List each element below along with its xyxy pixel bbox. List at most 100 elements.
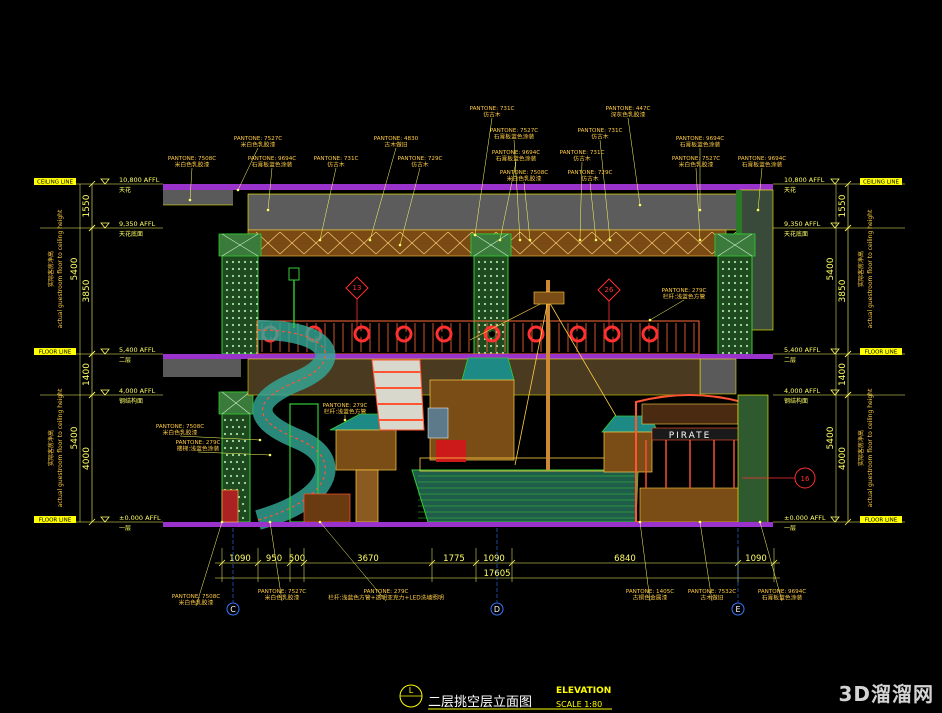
callout-desc: 仿古木 (581, 175, 599, 183)
pillar-texture-dot (235, 432, 239, 436)
callout-code: PANTONE: 729C (398, 156, 443, 162)
pillar-texture-dot (745, 323, 749, 327)
pillar-texture-dot (249, 323, 253, 327)
pillar-texture-dot (225, 344, 229, 348)
pillar-texture-dot (235, 474, 239, 478)
level-marker-left (100, 348, 110, 355)
truss-brace (375, 231, 401, 255)
leader-dot (258, 438, 262, 442)
pillar-texture-dot (489, 309, 493, 313)
pillar-texture-dot (243, 281, 247, 285)
pillar-texture-dot (477, 330, 481, 334)
truss-brace (663, 231, 689, 255)
leader-line (319, 521, 387, 602)
level-label-right: 天花 (784, 186, 796, 194)
pillar-texture-dot (721, 309, 725, 313)
vdim-tick (88, 391, 96, 399)
truss-brace (639, 231, 665, 255)
truss-brace (591, 231, 617, 255)
pillar-texture-dot (237, 330, 241, 334)
leader-dot (578, 238, 582, 242)
level-tag-left-text: FLOOR LINE (39, 350, 72, 356)
pillar-texture-dot (739, 295, 743, 299)
leader-line (627, 117, 641, 206)
pillar-texture-dot (477, 316, 481, 320)
callout-desc: 仿古木 (411, 161, 429, 169)
level-tag-left-text: CEILING LINE (37, 180, 74, 186)
pillar-texture-dot (495, 295, 499, 299)
pillar-texture-dot (483, 302, 487, 306)
pillar-texture-dot (495, 316, 499, 320)
pillar-texture-dot (483, 344, 487, 348)
hdim-segment-label: 3670 (357, 554, 379, 564)
drawing-scale: SCALE 1:80 (556, 700, 602, 709)
pillar-texture-dot (483, 309, 487, 313)
level-value-left: 10,800 AFFL (119, 176, 160, 184)
pillar-texture-dot (477, 281, 481, 285)
truss-brace (567, 231, 593, 255)
lifebuoy (603, 325, 621, 343)
pillar-texture-dot (489, 295, 493, 299)
lifebuoy (395, 325, 413, 343)
pillar-texture-dot (477, 274, 481, 278)
pillar-texture-dot (727, 337, 731, 341)
pillar-texture-dot (489, 267, 493, 271)
pillar-texture-dot (745, 316, 749, 320)
lamp-post (288, 267, 300, 328)
truss-brace (327, 231, 353, 255)
leader-line (589, 181, 597, 241)
watermark: 3D溜溜网 (838, 682, 934, 706)
pillar-texture-dot (721, 274, 725, 278)
height-note-cn: 实际客房净高 (857, 251, 865, 287)
lifebuoy-hole (533, 331, 539, 337)
callout-code: PANTONE: 4830 (374, 136, 419, 142)
pillar-texture-dot (225, 281, 229, 285)
callout-desc: 古木做旧 (384, 141, 407, 149)
pillar-texture-dot (243, 337, 247, 341)
pillar-texture-dot (243, 495, 247, 499)
pillar-texture-dot (727, 309, 731, 313)
leader-dot (473, 233, 477, 237)
leader-line (237, 147, 259, 191)
pillar-texture-dot (489, 302, 493, 306)
height-note-en: actual guestroom floor to ceiling height (57, 209, 64, 328)
pillar-texture-dot (229, 418, 233, 422)
pillar-texture-dot (495, 274, 499, 278)
pillar-texture-dot (249, 344, 253, 348)
vdim-label: 1550 (838, 194, 848, 217)
lifebuoy (435, 325, 453, 343)
pillar-texture-dot (733, 316, 737, 320)
pillar-texture-dot (733, 281, 737, 285)
pillar-texture-dot (243, 439, 247, 443)
pillar-capital-cross (473, 233, 509, 257)
pillar-texture-dot (231, 330, 235, 334)
leader-dot (758, 520, 762, 524)
pillar-texture-dot (255, 316, 259, 320)
pillar-texture-dot (231, 260, 235, 264)
pillar-texture-dot (231, 267, 235, 271)
pillar-texture-dot (501, 330, 505, 334)
right-wall (737, 394, 769, 524)
pillar-texture-dot (237, 495, 241, 499)
pillar-texture-dot (249, 316, 253, 320)
hdim-tick (472, 559, 480, 567)
truss-brace (687, 231, 713, 255)
leader-dot (608, 238, 612, 242)
hdim-tick (286, 559, 294, 567)
pillar-texture-dot (241, 488, 245, 492)
level-marker-right (830, 222, 840, 229)
pillar-texture-dot (255, 281, 259, 285)
height-note-en: actual guestroom floor to ceiling height (867, 209, 874, 328)
pillar-texture-dot (243, 330, 247, 334)
callout-desc: 米白色乳胶漆 (507, 175, 542, 183)
leader-line (499, 161, 517, 241)
pillar-texture-dot (745, 302, 749, 306)
pillar-texture-dot (721, 288, 725, 292)
level-label-right: 一层 (784, 525, 796, 532)
callout-desc: 古铜色金属漆 (633, 594, 668, 602)
callout-desc: 栏杆:浅蓝色方管 (663, 293, 706, 301)
pillar-texture-dot (243, 260, 247, 264)
pillar-texture-dot (733, 302, 737, 306)
